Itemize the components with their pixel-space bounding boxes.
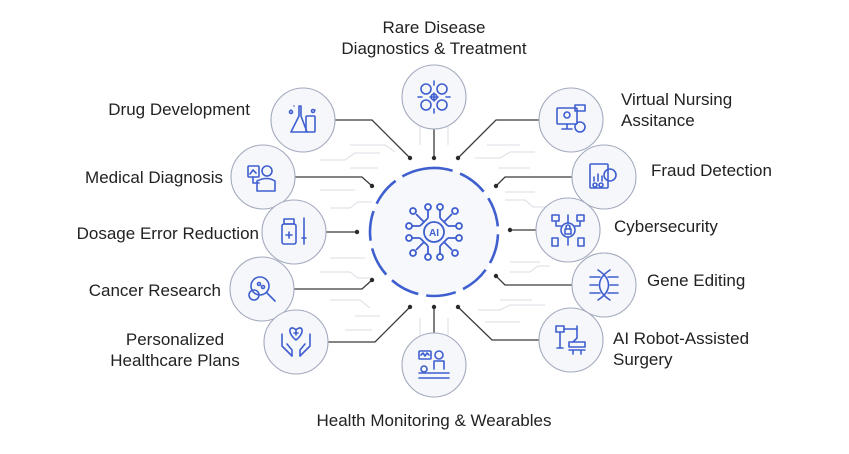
connector-virtual-nursing xyxy=(457,119,539,159)
connector-gene xyxy=(495,275,572,286)
node-circles xyxy=(229,64,637,398)
label-line: Rare Disease xyxy=(382,18,486,37)
connector-personalized xyxy=(328,306,411,343)
label-line: Virtual Nursing xyxy=(621,90,733,109)
network-people-icon xyxy=(417,80,451,114)
label-line: Personalized xyxy=(125,330,225,349)
robot-arm-icon xyxy=(555,325,586,355)
connector-fraud xyxy=(495,176,572,187)
connector-cancer xyxy=(294,279,373,290)
lock-network-icon xyxy=(551,214,585,247)
doctor-chart-icon xyxy=(247,165,276,192)
label-line: Surgery xyxy=(613,350,673,369)
label-line: Diagnostics & Treatment xyxy=(341,39,527,58)
label-line: Healthcare Plans xyxy=(110,351,240,370)
center-ai-hub xyxy=(368,166,500,298)
node-label-cancer-research: Cancer Research xyxy=(88,281,221,300)
magnifier-cell-icon xyxy=(248,276,276,302)
lab-flask-icon xyxy=(288,105,316,133)
node-label-ai-robot-surgery: AI Robot-Assisted Surgery xyxy=(613,328,749,370)
node-label-dosage-error-reduction: Dosage Error Reduction xyxy=(76,224,259,243)
ai-chip-icon xyxy=(405,203,463,261)
document-search-icon xyxy=(589,163,617,189)
node-label-health-monitoring: Health Monitoring & Wearables xyxy=(316,411,552,430)
node-label-personalized-healthcare: Personalized Healthcare Plans xyxy=(90,329,260,371)
medicine-bottle-dropper-icon xyxy=(281,217,307,245)
connector-drug-development xyxy=(335,119,411,159)
node-label-fraud-detection: Fraud Detection xyxy=(651,161,772,180)
dna-icon xyxy=(589,269,619,301)
node-label-cybersecurity: Cybersecurity xyxy=(614,217,718,236)
monitor-nurse-icon xyxy=(556,104,586,133)
node-label-gene-editing: Gene Editing xyxy=(647,271,746,290)
label-line: Assitance xyxy=(621,111,695,130)
connector-medical-diagnosis xyxy=(295,176,373,187)
center-ai-text: AI xyxy=(429,228,439,239)
hands-heart-icon xyxy=(281,327,311,357)
node-label-virtual-nursing: Virtual Nursing Assitance xyxy=(621,89,732,131)
node-label-drug-development: Drug Development xyxy=(108,100,250,119)
connector-robot xyxy=(457,306,539,341)
node-label-rare-disease: Rare Disease Diagnostics & Treatment xyxy=(309,17,559,59)
label-line: AI Robot-Assisted xyxy=(613,329,750,348)
connector-lines xyxy=(294,119,572,343)
patient-monitor-icon xyxy=(418,350,450,379)
node-label-medical-diagnosis: Medical Diagnosis xyxy=(85,168,223,187)
connector-dots xyxy=(354,155,513,310)
